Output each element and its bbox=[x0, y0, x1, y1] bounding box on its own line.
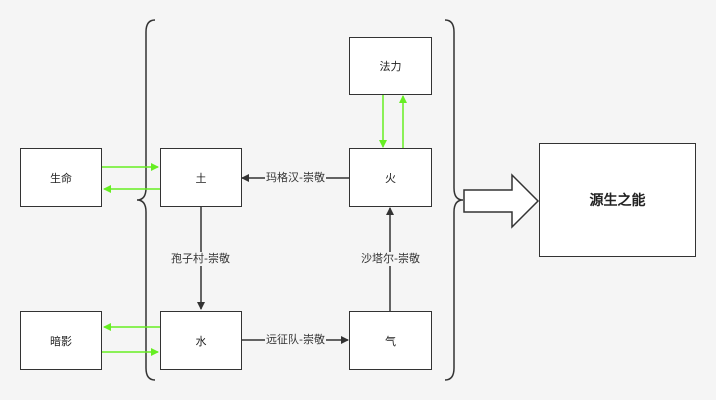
node-air: 气 bbox=[349, 311, 432, 370]
node-fire: 火 bbox=[349, 148, 432, 207]
hollow-arrow bbox=[463, 173, 540, 229]
node-source: 源生之能 bbox=[539, 143, 696, 257]
node-water: 水 bbox=[160, 311, 242, 370]
edge-label-fire-earth: 玛格汉-崇敬 bbox=[265, 171, 326, 185]
edge-label-air-fire: 沙塔尔-崇敬 bbox=[360, 252, 421, 266]
left-brace bbox=[136, 19, 156, 381]
node-mana: 法力 bbox=[349, 37, 432, 95]
node-life: 生命 bbox=[20, 148, 102, 207]
node-shadow: 暗影 bbox=[20, 311, 102, 370]
node-earth: 土 bbox=[160, 148, 242, 207]
edge-label-earth-water: 孢子村-崇敬 bbox=[170, 252, 231, 266]
right-brace bbox=[444, 19, 464, 381]
edge-label-water-air: 远征队-崇敬 bbox=[265, 333, 326, 347]
